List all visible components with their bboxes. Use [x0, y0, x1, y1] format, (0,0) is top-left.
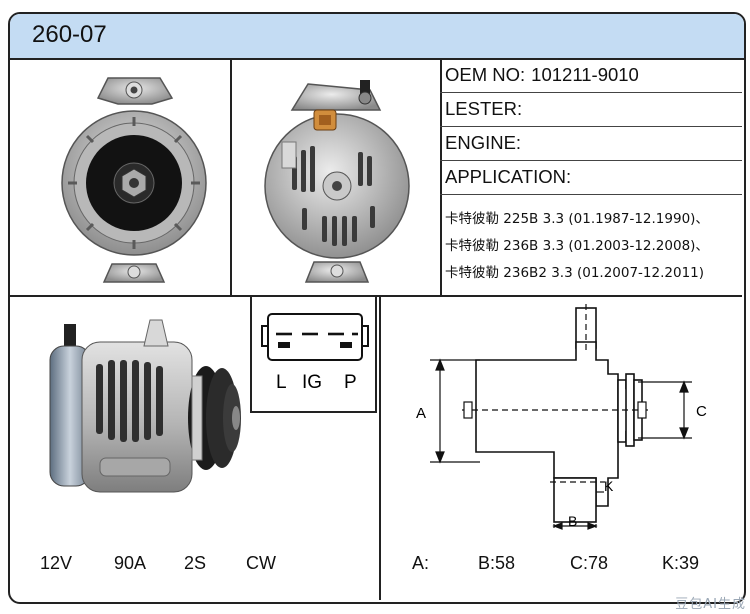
spec-row-divider-2	[440, 126, 742, 127]
spec-row-divider-3	[440, 160, 742, 161]
spec-divider	[440, 58, 442, 295]
alternator-side-photo	[49, 319, 241, 493]
spec-row-divider-4	[440, 194, 742, 195]
lester-label: LESTER:	[445, 98, 523, 119]
engine-row: ENGINE:	[445, 132, 521, 154]
oem-row: OEM NO:101211-9010	[445, 64, 639, 86]
dimension-diagram: A C B K	[416, 304, 707, 530]
engine-label: ENGINE:	[445, 132, 522, 153]
pin-p-label: P	[344, 372, 357, 393]
pin-l-label: L	[276, 372, 287, 393]
dimension-b-value: B:58	[478, 553, 516, 573]
rotation-value: CW	[246, 553, 276, 573]
pulley-value: 2S	[184, 553, 207, 573]
dimension-c-marker: C	[696, 403, 707, 420]
connector-diagram: L IG P	[261, 313, 369, 393]
title-bar: 260-07	[10, 14, 744, 60]
application-line-3: 卡特彼勒 236B2 3.3 (01.2007-12.2011)	[445, 265, 705, 281]
dimension-k-value: K:39	[662, 553, 700, 573]
dimension-c-value: C:78	[570, 553, 609, 573]
dimension-k-marker: K	[604, 478, 614, 494]
spec-row-divider-1	[440, 92, 742, 93]
oem-value: 101211-9010	[531, 64, 639, 85]
dimension-a-value: A:	[412, 553, 430, 573]
application-row: APPLICATION:	[445, 166, 571, 188]
alternator-rear-photo	[264, 80, 410, 283]
pin-ig-label: IG	[302, 372, 322, 393]
dimension-b-marker: B	[568, 513, 577, 529]
watermark: 豆包AI生成	[675, 597, 746, 612]
application-line-2: 卡特彼勒 236B 3.3 (01.2003-12.2008)、	[445, 238, 709, 254]
application-line-1: 卡特彼勒 225B 3.3 (01.1987-12.1990)、	[445, 211, 709, 227]
lester-row: LESTER:	[445, 98, 522, 120]
dimension-a-marker: A	[416, 405, 426, 422]
photo-divider	[230, 58, 232, 295]
part-number-title: 260-07	[32, 21, 107, 48]
alternator-front-photo	[61, 77, 207, 283]
application-label: APPLICATION:	[445, 166, 572, 187]
voltage-value: 12V	[40, 553, 73, 573]
lower-divider	[379, 295, 381, 600]
amperage-value: 90A	[114, 553, 147, 573]
connector-panel	[250, 295, 377, 413]
oem-label: OEM NO:	[445, 64, 526, 85]
